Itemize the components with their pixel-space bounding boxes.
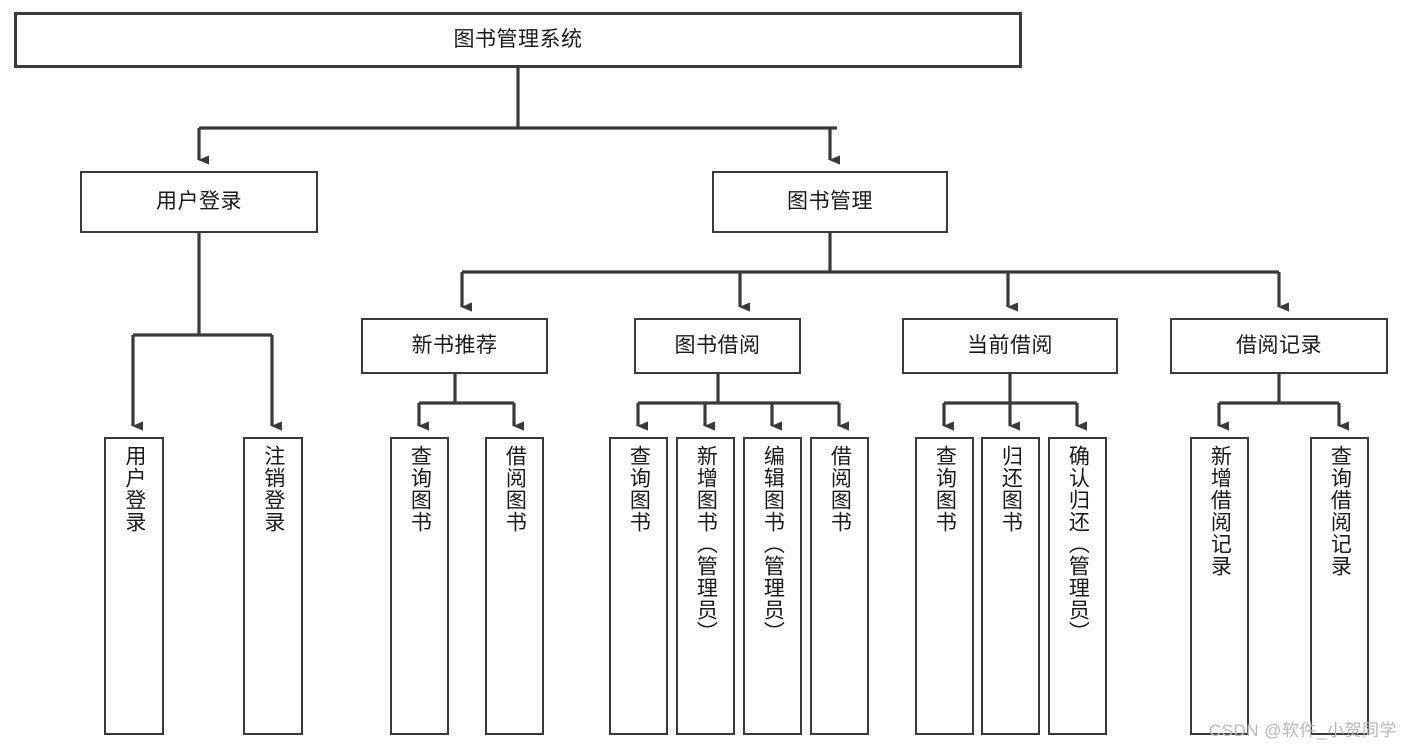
leaf-query-book-recommend-label: 查询图书: [408, 445, 432, 533]
node-user-login-label: 用户登录: [156, 190, 242, 214]
leaf-query-borrow-record-label: 查询借阅记录: [1328, 445, 1352, 577]
leaf-add-borrow-record[interactable]: 新增借阅记录: [1190, 437, 1249, 735]
leaf-borrow-book-recommend[interactable]: 借阅图书: [485, 437, 544, 735]
leaf-logout[interactable]: 注销登录: [243, 437, 303, 735]
leaf-edit-book-admin-label: 编辑图书（管理员）: [761, 445, 785, 643]
leaf-query-book-current-label: 查询图书: [933, 445, 957, 533]
leaf-borrow-book-label: 借阅图书: [828, 445, 852, 533]
node-current-borrow-label: 当前借阅: [967, 334, 1053, 358]
leaf-query-book-borrow-label: 查询图书: [627, 445, 651, 533]
leaf-query-book-borrow[interactable]: 查询图书: [609, 437, 668, 735]
leaf-query-book-current[interactable]: 查询图书: [915, 437, 974, 735]
node-book-borrow-label: 图书借阅: [674, 334, 761, 358]
leaf-confirm-return-admin[interactable]: 确认归还（管理员）: [1048, 437, 1107, 735]
leaf-add-borrow-record-label: 新增借阅记录: [1208, 445, 1232, 577]
leaf-add-book-admin[interactable]: 新增图书（管理员）: [676, 437, 735, 735]
node-borrow-records[interactable]: 借阅记录: [1170, 318, 1388, 374]
node-root[interactable]: 图书管理系统: [14, 12, 1022, 68]
leaf-return-book-label: 归还图书: [999, 445, 1023, 533]
leaf-query-borrow-record[interactable]: 查询借阅记录: [1310, 437, 1369, 735]
leaf-edit-book-admin[interactable]: 编辑图书（管理员）: [743, 437, 802, 735]
leaf-borrow-book-recommend-label: 借阅图书: [503, 445, 527, 533]
csdn-watermark: CSDN @软件_小贺同学: [1208, 721, 1397, 740]
node-new-book-recommend-label: 新书推荐: [411, 334, 498, 358]
node-new-book-recommend[interactable]: 新书推荐: [361, 318, 548, 374]
node-book-management[interactable]: 图书管理: [712, 171, 948, 233]
node-book-management-label: 图书管理: [787, 190, 873, 214]
leaf-borrow-book[interactable]: 借阅图书: [810, 437, 869, 735]
node-root-label: 图书管理系统: [453, 28, 583, 52]
node-borrow-records-label: 借阅记录: [1236, 334, 1322, 358]
node-user-login[interactable]: 用户登录: [80, 171, 318, 233]
node-book-borrow[interactable]: 图书借阅: [634, 318, 801, 374]
leaf-return-book[interactable]: 归还图书: [981, 437, 1040, 735]
leaf-add-book-admin-label: 新增图书（管理员）: [694, 445, 718, 643]
leaf-logout-label: 注销登录: [261, 445, 285, 533]
leaf-query-book-recommend[interactable]: 查询图书: [390, 437, 449, 735]
leaf-confirm-return-admin-label: 确认归还（管理员）: [1066, 445, 1090, 643]
leaf-user-login[interactable]: 用户登录: [104, 437, 164, 735]
node-current-borrow[interactable]: 当前借阅: [902, 318, 1118, 374]
leaf-user-login-label: 用户登录: [122, 445, 146, 533]
